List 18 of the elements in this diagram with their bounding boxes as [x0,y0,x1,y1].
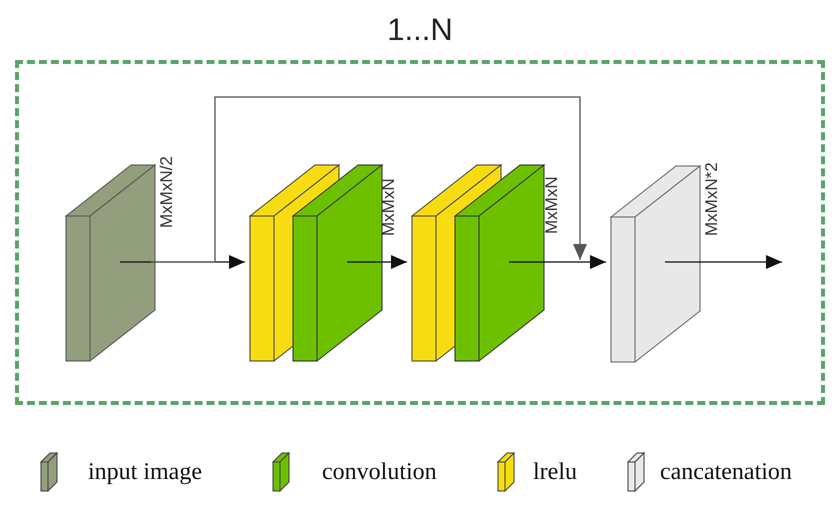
concatenation-slab [611,166,700,362]
dimension-label: MxMxN/2 [158,156,175,228]
legend-label: convolution [322,460,437,484]
dimension-label: MxMxN [380,178,397,236]
arrow [347,255,407,269]
input-image-slab [66,165,155,361]
dimension-label: MxMxN [543,176,560,234]
frame-title: 1...N [386,12,454,48]
arrow [665,255,782,269]
arrow [151,96,587,263]
dimension-label: MxMxN*2 [703,162,720,236]
legend-label: lrelu [533,460,577,484]
arrow [509,255,606,269]
legend-label: input image [88,460,202,484]
convolution-slab [293,165,382,361]
convolution-slab [455,165,544,361]
legend-label: cancatenation [660,460,792,484]
dashed-frame [15,60,825,405]
